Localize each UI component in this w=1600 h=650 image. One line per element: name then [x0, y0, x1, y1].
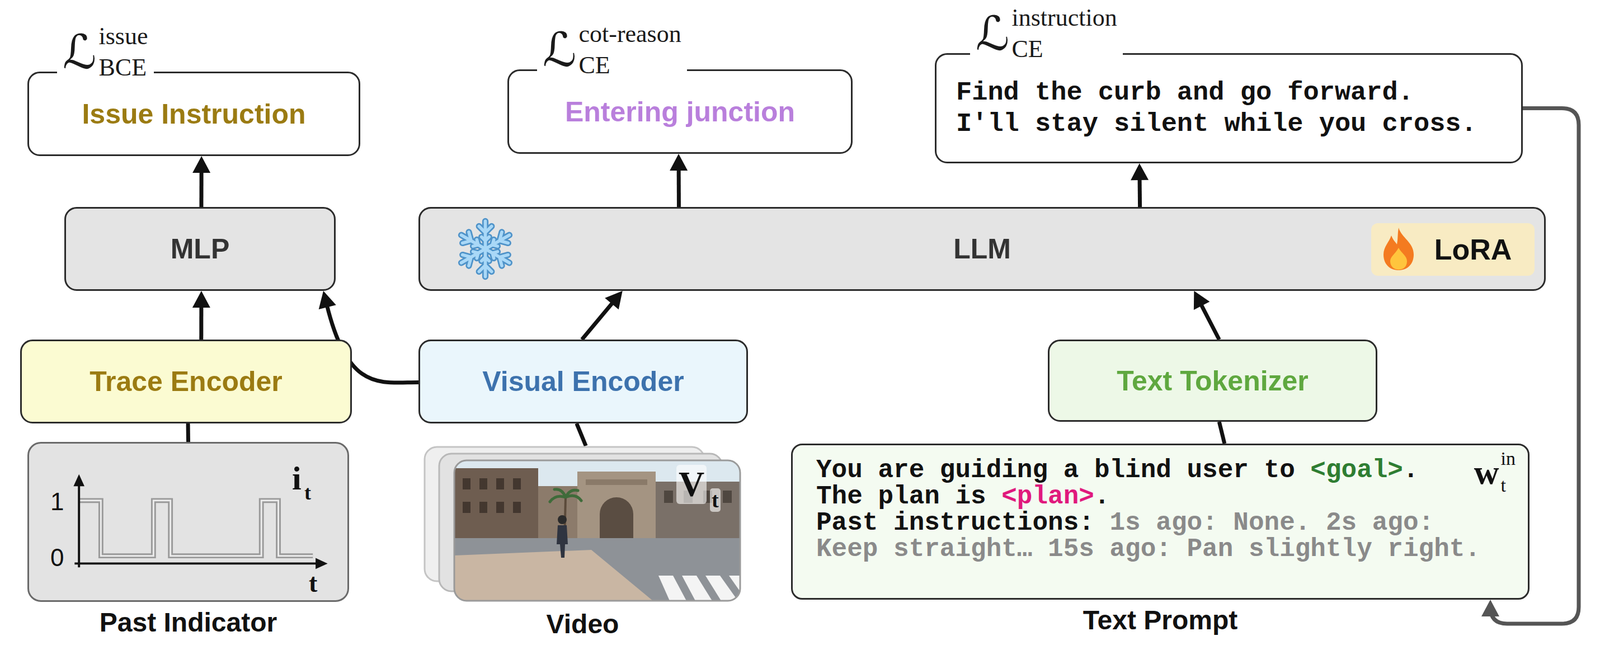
panel-caption: Video [389, 609, 776, 639]
arrow-head [1193, 290, 1210, 310]
loss-indices: issueBCE [99, 24, 149, 80]
connector [1130, 163, 1149, 207]
connector-line [199, 170, 204, 207]
fire-icon [1379, 225, 1419, 273]
arrow-head [318, 290, 337, 310]
connector [187, 423, 189, 442]
process-box: MLP [64, 206, 336, 291]
box-label: MLP [170, 232, 230, 266]
prompt-line: You are guiding a blind user to <goal>. [816, 457, 1528, 484]
loss-symbol: ℒ [975, 5, 1010, 62]
box-label: I'll stay silent while you cross. [956, 108, 1477, 140]
loss-heading: ℒcot-reasonCE [537, 21, 687, 78]
loss-box: ℒcot-reasonCEEntering junction [507, 69, 853, 154]
prompt-line: Past instructions: 1s ago: None. 2s ago: [816, 510, 1528, 537]
prompt-text: <plan> [1001, 482, 1095, 512]
loss-superscript: cot-reason [579, 21, 682, 47]
connector-line [186, 423, 191, 442]
arrow-head [604, 290, 623, 310]
box-label: LLM [953, 232, 1011, 266]
loss-indices: cot-reasonCE [579, 21, 682, 78]
loss-box: ℒinstructionCEFind the curb and go forwa… [934, 53, 1523, 164]
encoder-box: Text Tokenizer [1047, 339, 1378, 422]
panel-label: t [709, 488, 721, 512]
prompt-symbol: win t [1474, 448, 1516, 496]
panel-caption: Text Prompt [759, 605, 1562, 635]
prompt-text: . [1403, 455, 1419, 486]
connector [576, 423, 586, 446]
panel-label: t [304, 481, 312, 505]
loss-heading: ℒissueBCE [57, 24, 154, 80]
loss-subscript: BCE [99, 55, 149, 80]
box-label: Entering junction [565, 95, 795, 129]
input-panel: VtVideo [423, 445, 742, 602]
arrow-head [1481, 599, 1500, 617]
connector [1193, 290, 1220, 340]
symbol-superscript: in [1500, 448, 1516, 469]
prompt-text: . [1094, 482, 1110, 512]
symbol-letter: w [1474, 448, 1500, 496]
connector-line [1137, 177, 1143, 207]
input-panel: 10titPast Indicator [27, 441, 350, 602]
arrow-head [1130, 163, 1149, 181]
panel-label: V [676, 464, 707, 505]
box-label: Find the curb and go forward. [956, 77, 1414, 109]
panel-label: 0 [50, 544, 64, 572]
arrow-head [669, 153, 688, 171]
symbol-subscript: t [1500, 475, 1516, 496]
connector-line [676, 168, 681, 207]
box-label: Trace Encoder [89, 364, 283, 399]
prompt-line: The plan is <plan>. [816, 483, 1528, 511]
encoder-box: Visual Encoder [418, 339, 748, 424]
box-label: Visual Encoder [482, 364, 684, 399]
box-label: LoRA [1434, 232, 1513, 267]
prompt-text: You are guiding a blind user to [816, 455, 1296, 486]
prompt-text: The plan is [816, 482, 987, 512]
prompt-text: 1s ago: None. 2s ago: [1109, 508, 1434, 538]
panel-label: 1 [50, 488, 64, 516]
panel-label: t [308, 570, 318, 597]
loss-symbol: ℒ [542, 21, 577, 78]
connector [1219, 421, 1225, 444]
connector-line [576, 423, 586, 446]
loss-superscript: issue [99, 24, 149, 49]
panel-caption: Past Indicator [0, 608, 381, 638]
symbol-indices: in t [1500, 448, 1516, 496]
connector [192, 156, 211, 207]
lora-badge: LoRA [1371, 223, 1535, 276]
connector-line [1200, 303, 1220, 340]
arrow-head [192, 290, 211, 308]
prompt-panel: You are guiding a blind user to<goal>.Th… [791, 443, 1530, 600]
prompt-line: Keep straight… 15s ago: Pan slightly rig… [816, 536, 1528, 563]
loss-superscript: instruction [1012, 5, 1118, 31]
connector-line [1219, 421, 1225, 444]
loss-heading: ℒinstructionCE [970, 5, 1123, 62]
panel-label: i [292, 460, 302, 497]
connector-line [581, 302, 614, 340]
encoder-box: Trace Encoder [20, 339, 352, 424]
model-box: LLM LoRA [418, 206, 1546, 291]
box-label: Text Tokenizer [1116, 364, 1309, 398]
loss-symbol: ℒ [62, 24, 97, 80]
loss-subscript: CE [1012, 36, 1118, 62]
arrow-head [192, 156, 211, 173]
box-label: Issue Instruction [81, 97, 306, 131]
connector [581, 290, 623, 340]
connector [192, 290, 211, 340]
prompt-text: Past instructions: [816, 508, 1095, 538]
prompt-text: Keep straight… 15s ago: Pan slightly rig… [816, 534, 1481, 564]
connector [669, 153, 688, 207]
loss-box: ℒissueBCEIssue Instruction [27, 71, 361, 157]
loss-indices: instructionCE [1012, 5, 1118, 62]
snowflake-icon [453, 214, 517, 284]
connector-line [199, 305, 204, 340]
loss-subscript: CE [579, 53, 682, 78]
prompt-text: <goal> [1310, 455, 1404, 486]
